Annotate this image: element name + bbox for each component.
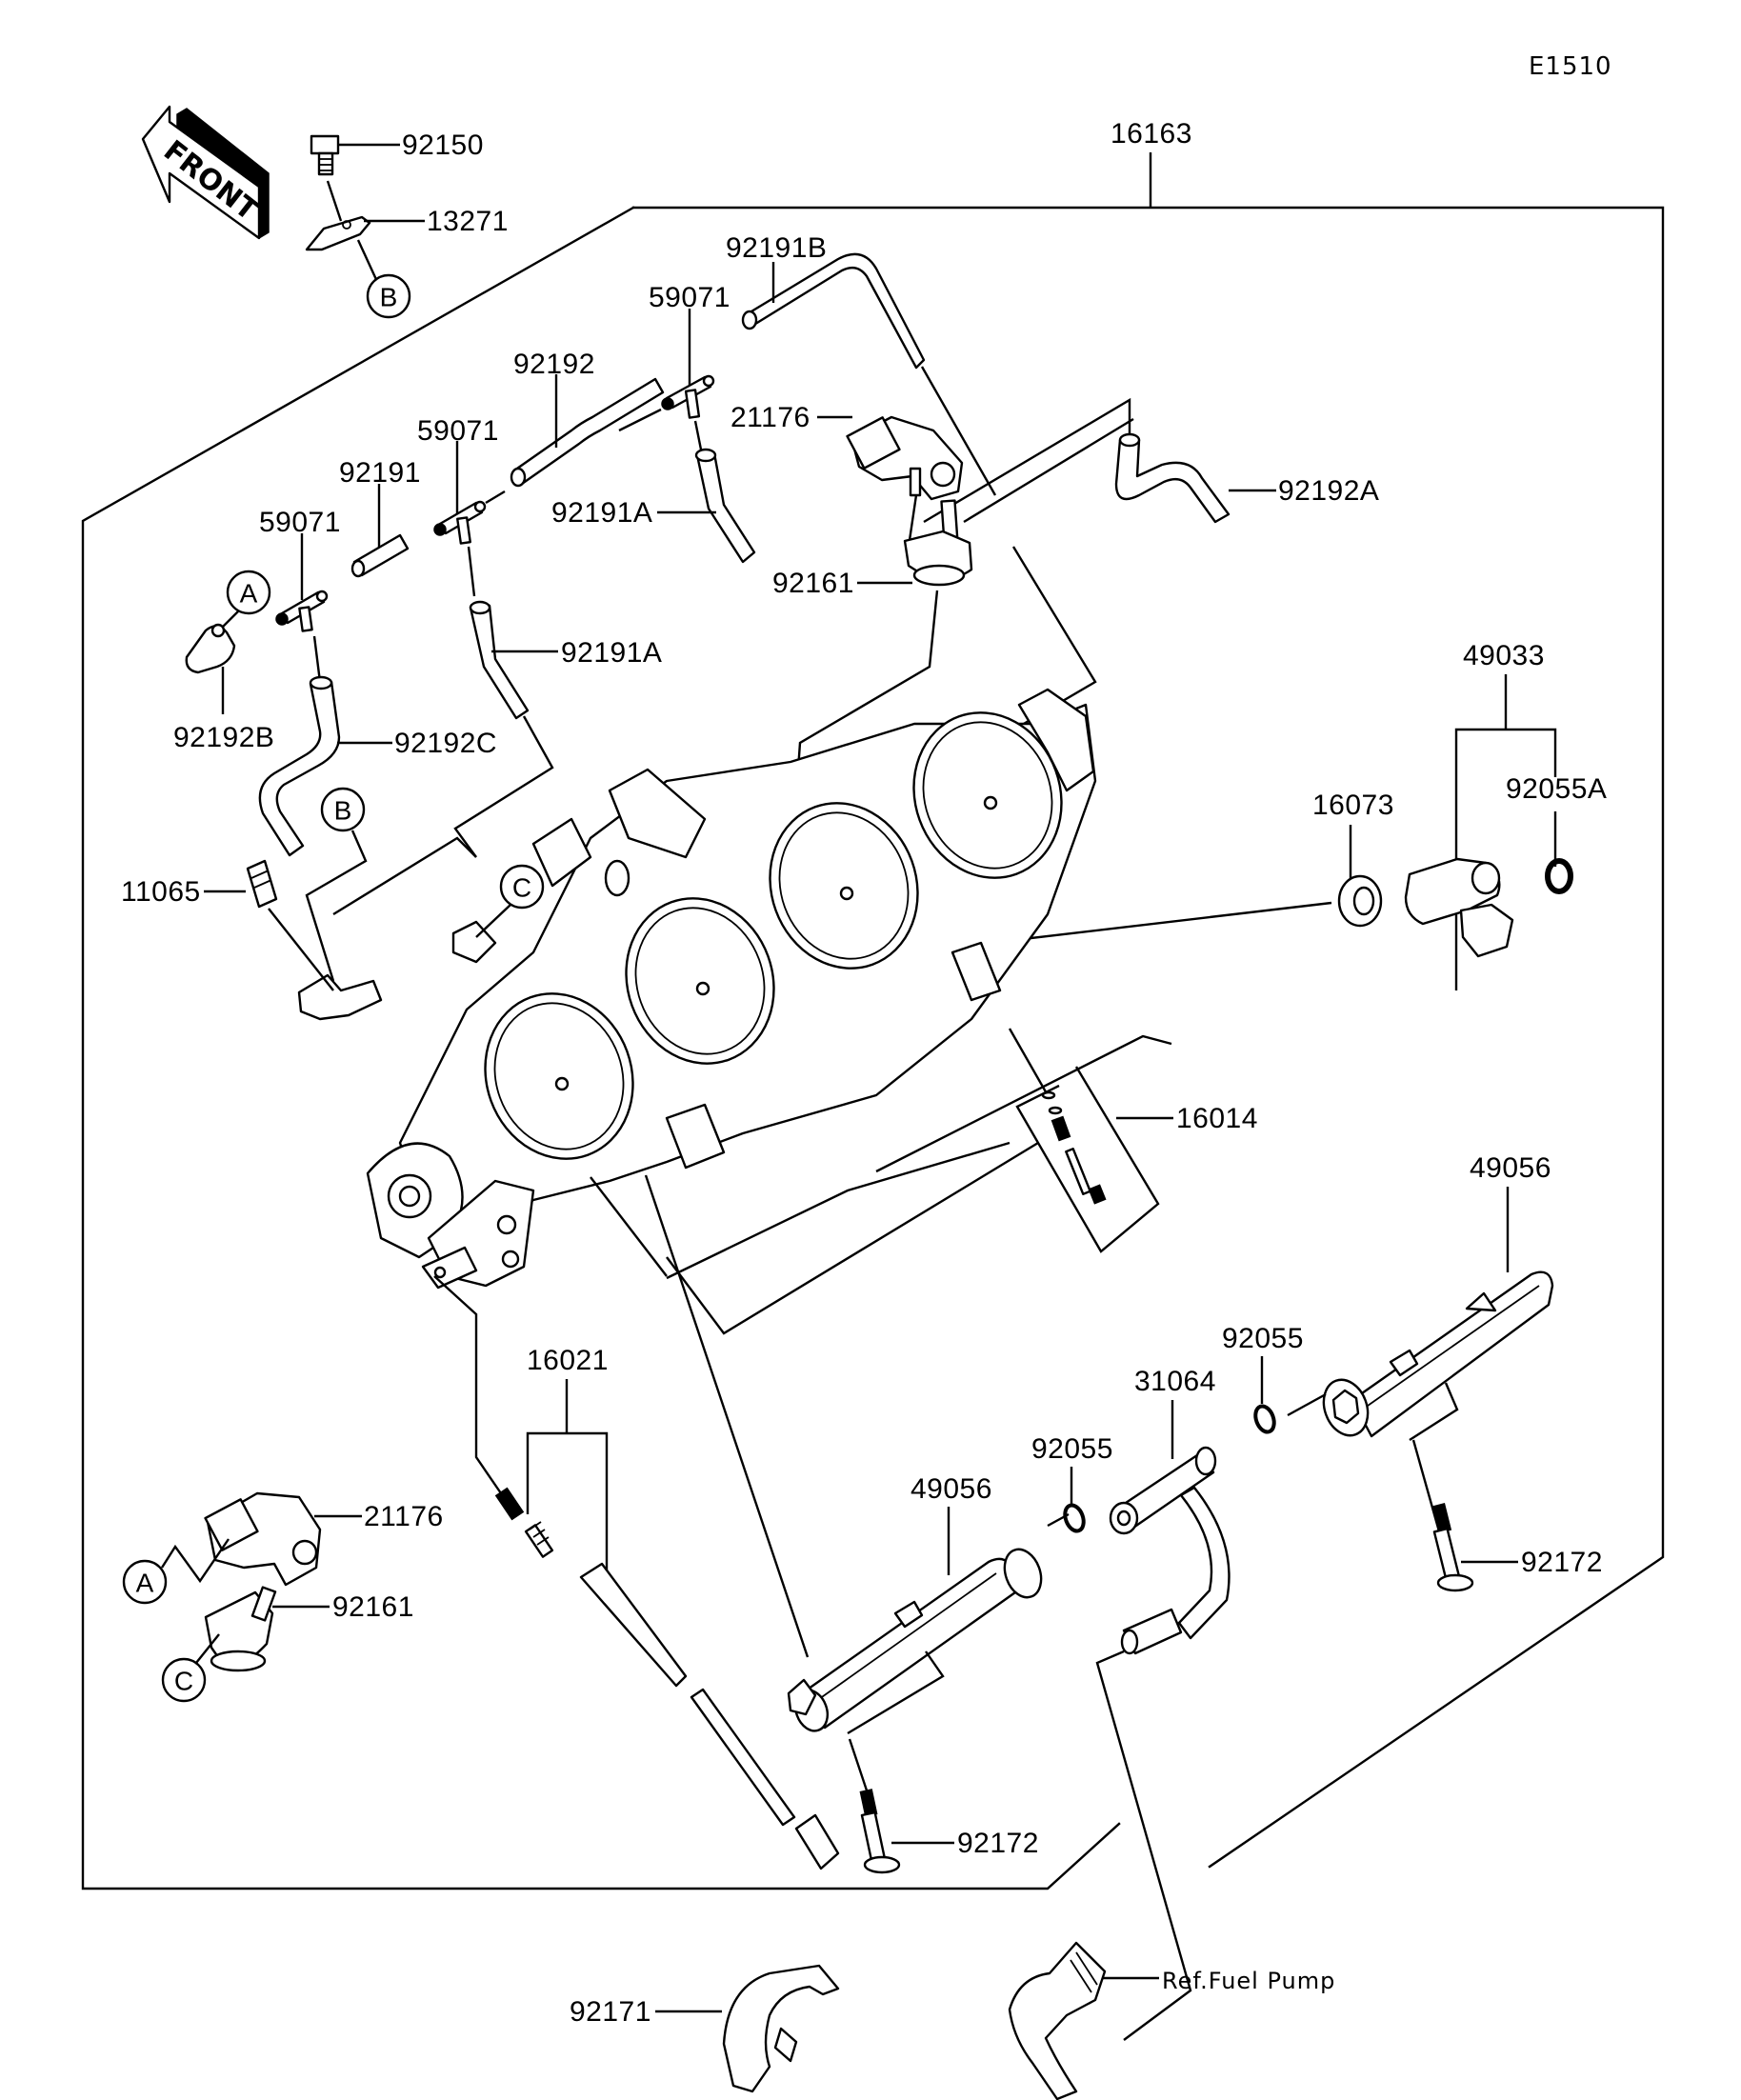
label-49056-right: 49056 <box>1470 1152 1551 1184</box>
assembly-boundary <box>81 152 1665 1890</box>
oring-92055-mid[interactable] <box>1062 1503 1087 1533</box>
label-59071-top: 59071 <box>649 282 730 313</box>
label-21176-top: 21176 <box>730 402 810 433</box>
label-92192: 92192 <box>513 349 595 380</box>
label-92192A: 92192A <box>1278 475 1379 507</box>
sensor-21176-top[interactable] <box>846 415 964 501</box>
label-92191: 92191 <box>339 457 421 489</box>
bolt-92172-low[interactable] <box>859 1789 901 1874</box>
fitting-59071-low[interactable] <box>275 590 329 632</box>
label-92192C: 92192C <box>394 728 497 759</box>
label-92055A: 92055A <box>1506 773 1607 805</box>
label-16021: 16021 <box>527 1345 609 1376</box>
ref-circle-b-top <box>366 273 411 319</box>
label-92055-mid: 92055 <box>1031 1433 1113 1465</box>
joint-31064[interactable] <box>1109 1446 1231 1655</box>
hose-92191A-upper[interactable] <box>694 448 756 564</box>
sensor-21176-low[interactable] <box>204 1491 322 1587</box>
cap-11065[interactable] <box>246 859 278 909</box>
bolt-92150[interactable] <box>310 134 340 176</box>
label-92192B: 92192B <box>173 722 274 753</box>
diagram-code: E1510 <box>1529 52 1612 81</box>
ref-c-mid-text: C <box>512 873 531 903</box>
label-49056-left: 49056 <box>911 1473 992 1505</box>
seal-16073[interactable] <box>1337 874 1383 928</box>
label-92191A-upper: 92191A <box>551 497 652 529</box>
label-16073: 16073 <box>1312 790 1394 821</box>
label-92172-low: 92172 <box>957 1828 1039 1859</box>
oring-92055A[interactable] <box>1545 858 1573 894</box>
clip-92171[interactable] <box>722 1964 840 2093</box>
hose-92192[interactable] <box>510 377 665 488</box>
label-49033: 49033 <box>1463 640 1545 671</box>
ref-a-low-text: A <box>136 1569 154 1598</box>
front-arrow-icon: FRONT <box>141 105 270 240</box>
label-92191B: 92191B <box>726 232 827 264</box>
ref-a-top-text: A <box>240 579 258 609</box>
screw-kit-16014[interactable] <box>1015 1066 1160 1253</box>
label-21176-low: 21176 <box>364 1501 444 1532</box>
sensor-92161-low[interactable] <box>204 1586 277 1672</box>
label-92171: 92171 <box>570 1996 651 2028</box>
label-ref-fuel-pump: Ref.Fuel Pump <box>1162 1968 1335 1994</box>
ref-circle-a-low <box>122 1559 168 1605</box>
label-13271: 13271 <box>427 206 509 237</box>
label-92150: 92150 <box>402 130 484 161</box>
label-92161-low: 92161 <box>332 1591 414 1623</box>
ref-circle-c-low <box>161 1657 207 1703</box>
label-92191A-lower: 92191A <box>561 637 662 669</box>
label-92161-top: 92161 <box>772 568 854 599</box>
label-31064: 31064 <box>1134 1366 1216 1397</box>
tube-92191[interactable] <box>350 533 410 578</box>
hose-92192C[interactable] <box>258 675 341 857</box>
fitting-59071-mid[interactable] <box>433 500 487 545</box>
sensor-92161-top[interactable] <box>903 499 973 587</box>
oring-92055-right[interactable] <box>1252 1404 1277 1434</box>
fuel-rail-49056-right[interactable] <box>1316 1270 1554 1442</box>
label-92055-right: 92055 <box>1222 1323 1304 1354</box>
bolt-92172-right[interactable] <box>1431 1503 1474 1592</box>
cap-92192B[interactable] <box>185 623 236 674</box>
label-59071-low: 59071 <box>259 507 341 538</box>
label-16014: 16014 <box>1176 1103 1258 1134</box>
ref-b-top-text: B <box>380 283 398 312</box>
label-59071-mid: 59071 <box>417 415 499 447</box>
ref-circle-c-mid <box>499 864 545 910</box>
assembly-label-16163: 16163 <box>1111 118 1192 150</box>
injector-49033[interactable] <box>1404 857 1514 958</box>
label-92172-right: 92172 <box>1521 1547 1603 1578</box>
hose-92191A-lower[interactable] <box>469 600 530 720</box>
throttle-cable-16021[interactable] <box>494 1487 840 1870</box>
ref-c-low-text: C <box>174 1667 193 1696</box>
hose-92192A[interactable] <box>1114 432 1231 524</box>
fuel-rail-49056-left[interactable] <box>787 1544 1048 1735</box>
ref-circle-a-top <box>226 570 271 615</box>
label-11065: 11065 <box>121 876 201 908</box>
throttle-body-assembly[interactable] <box>297 688 1097 1290</box>
ref-circle-b-mid <box>320 787 366 832</box>
fuel-pump-connector[interactable] <box>1008 1941 1107 2100</box>
ref-b-mid-text: B <box>334 796 352 826</box>
hose-92191B[interactable] <box>741 252 926 370</box>
fitting-59071-top[interactable] <box>661 374 715 419</box>
bracket-13271[interactable] <box>305 215 371 251</box>
